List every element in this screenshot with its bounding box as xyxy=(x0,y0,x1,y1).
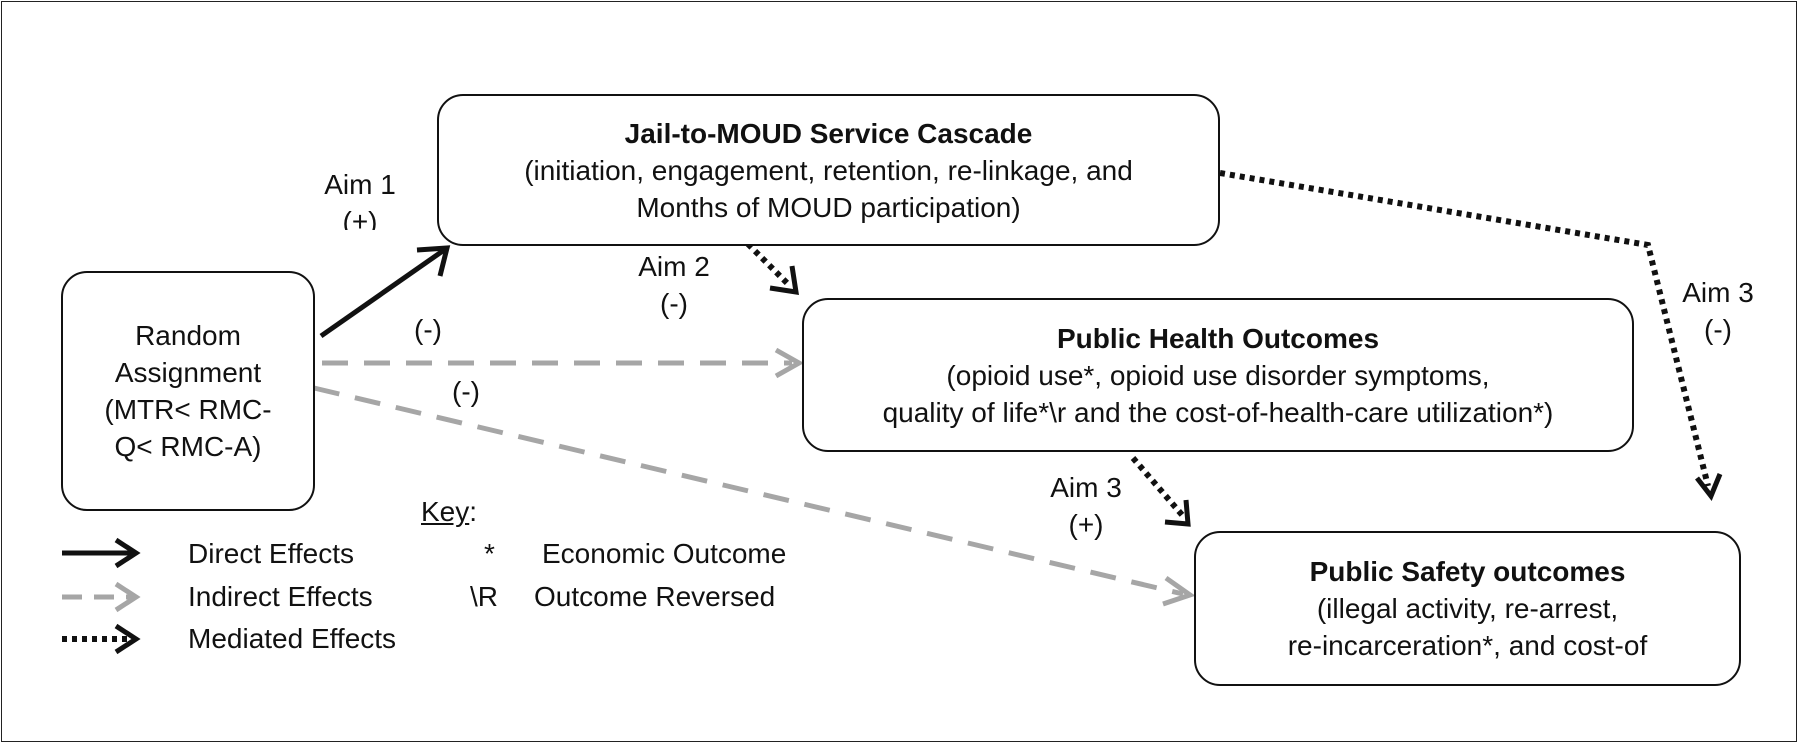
cascade-line-1: (initiation, engagement, retention, re-l… xyxy=(524,154,1133,186)
mediated-edge-aim2 xyxy=(745,241,799,295)
aim3-mid-text: Aim 3 xyxy=(1050,472,1122,503)
cascade-title: Jail-to-MOUD Service Cascade xyxy=(624,117,1033,149)
aim2-text: Aim 2 xyxy=(638,251,710,282)
aim3-mid-sign: (+) xyxy=(1068,509,1104,540)
key-symbol-economic: * xyxy=(484,538,495,569)
health-line-1: (opioid use*, opioid use disorder sympto… xyxy=(946,359,1490,391)
cascade-box: Jail-to-MOUD Service Cascade (initiation… xyxy=(437,94,1220,246)
indirect-edge-health xyxy=(322,347,805,379)
aim3-right-label: Aim 3 (-) xyxy=(1663,274,1773,348)
direct-edge-aim1 xyxy=(319,245,451,339)
public-safety-box: Public Safety outcomes (illegal activity… xyxy=(1194,531,1741,686)
key-sample-mediated xyxy=(62,623,141,655)
random-line-1: Random xyxy=(135,320,241,351)
key-heading-text: Key xyxy=(421,496,470,527)
aim3-mid-label: Aim 3 (+) xyxy=(1031,469,1141,543)
cascade-line-2: Months of MOUD participation) xyxy=(636,191,1021,223)
indirect-health-sign: (-) xyxy=(414,314,442,345)
random-line-3: (MTR< RMC- xyxy=(104,394,272,425)
random-assignment-box: Random Assignment (MTR< RMC- Q< RMC-A) xyxy=(61,271,315,511)
key-reversed-label: Outcome Reversed xyxy=(534,581,776,612)
safety-title: Public Safety outcomes xyxy=(1309,556,1626,587)
random-line-4: Q< RMC-A) xyxy=(114,431,262,462)
mediated-edge-aim3-mid xyxy=(1130,456,1191,527)
aim2-sign: (-) xyxy=(660,288,688,319)
aim3-right-sign: (-) xyxy=(1704,314,1732,345)
key-heading: Key: xyxy=(421,495,477,529)
public-health-box: Public Health Outcomes (opioid use*, opi… xyxy=(802,298,1634,452)
key-direct-label: Direct Effects xyxy=(188,538,354,569)
key-heading-colon: : xyxy=(469,496,478,527)
key-sample-indirect xyxy=(62,581,141,613)
safety-line-1: (illegal activity, re-arrest, xyxy=(1316,593,1619,624)
aim1-label: Aim 1 (+) xyxy=(305,166,415,230)
indirect-edge-safety xyxy=(313,385,1196,607)
key-symbol-reversed: \R xyxy=(470,581,498,612)
aim3-right-text: Aim 3 xyxy=(1682,277,1754,308)
aim1-text: Aim 1 xyxy=(324,169,396,200)
aim2-label: Aim 2 (-) xyxy=(619,248,729,322)
mediated-edge-aim3-right xyxy=(1219,170,1723,501)
key-economic-label: Economic Outcome xyxy=(542,538,787,569)
random-line-2: Assignment xyxy=(114,357,262,388)
key-sample-direct xyxy=(62,537,141,569)
key-indirect-label: Indirect Effects xyxy=(188,581,373,612)
key-mediated-label: Mediated Effects xyxy=(188,623,397,654)
aim1-sign: (+) xyxy=(342,206,378,230)
health-title: Public Health Outcomes xyxy=(1056,322,1380,354)
health-line-2: quality of life*\r and the cost-of-healt… xyxy=(882,396,1554,428)
safety-line-2: re-incarceration*, and cost-of xyxy=(1287,630,1648,661)
indirect-safety-sign: (-) xyxy=(452,376,480,407)
